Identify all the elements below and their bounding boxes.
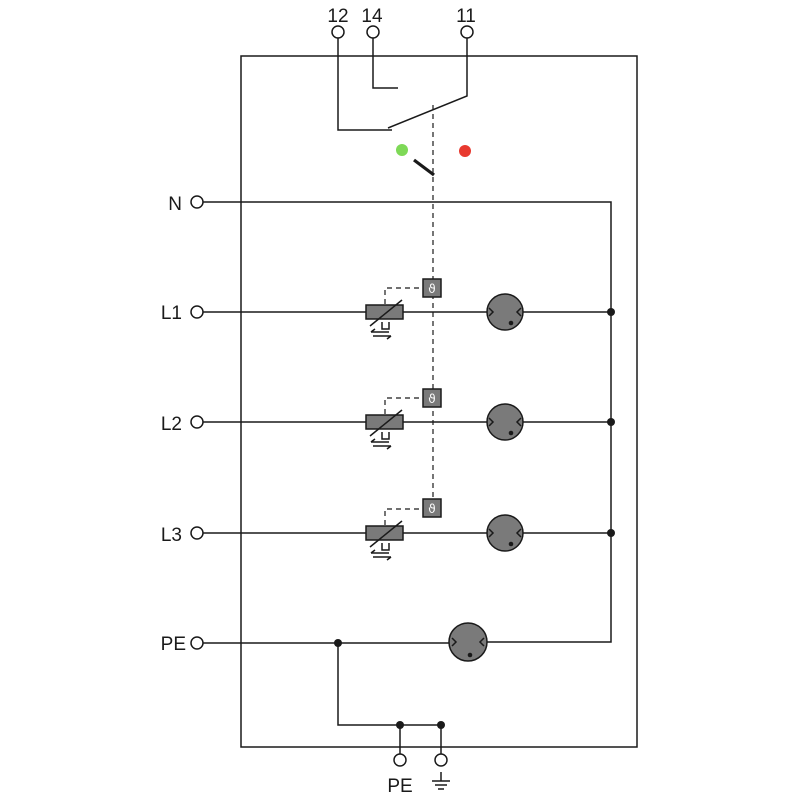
gas-discharge-tube-icon (486, 514, 524, 552)
signal-contact (337, 38, 468, 131)
terminal-pe-bottom (393, 753, 407, 767)
varistor-icon (365, 414, 404, 430)
varistor-icon (365, 525, 404, 541)
junction-dot (607, 418, 615, 426)
terminal-pe-bottom-label: PE (387, 776, 412, 797)
thermal-disconnector-icon (422, 388, 442, 408)
terminal-l2 (190, 415, 204, 429)
l1-protection-path: ϑ (190, 278, 615, 340)
svg-text:ϑ: ϑ (428, 502, 435, 516)
junction-dot (607, 529, 615, 537)
terminal-11 (460, 25, 474, 39)
terminal-ground (434, 753, 448, 767)
status-fault-indicator (459, 145, 471, 157)
ground-symbol-icon (432, 772, 450, 790)
terminal-14 (366, 25, 380, 39)
terminal-pe-left (190, 636, 204, 650)
terminal-l3-label: L3 (161, 525, 182, 546)
varistor-icon (365, 304, 404, 320)
terminal-pe-label: PE (161, 634, 186, 655)
indicator-lever (413, 158, 435, 177)
l2-protection-path: ϑ (190, 388, 615, 450)
status-ok-indicator (396, 144, 408, 156)
terminal-n-label: N (168, 194, 182, 215)
terminal-l1 (190, 305, 204, 319)
terminal-12-label: 12 (327, 6, 348, 27)
terminal-12 (331, 25, 345, 39)
thermal-disconnector-icon (422, 278, 442, 298)
device-housing (240, 55, 638, 748)
terminal-l3 (190, 526, 204, 540)
terminal-14-label: 14 (361, 6, 383, 27)
junction-dot (607, 308, 615, 316)
thermal-disconnector-icon (422, 498, 442, 518)
gas-discharge-tube-icon (486, 293, 524, 331)
terminal-l1-label: L1 (161, 303, 182, 324)
l3-protection-path: ϑ (190, 498, 615, 561)
gas-discharge-tube-icon (448, 622, 488, 662)
svg-text:ϑ: ϑ (428, 392, 435, 406)
gas-discharge-tube-icon (486, 403, 524, 441)
svg-text:ϑ: ϑ (428, 282, 435, 296)
terminal-n (190, 195, 204, 209)
pe-protection-path (190, 622, 488, 754)
terminal-11-label: 11 (456, 6, 476, 27)
terminal-l2-label: L2 (161, 414, 182, 435)
